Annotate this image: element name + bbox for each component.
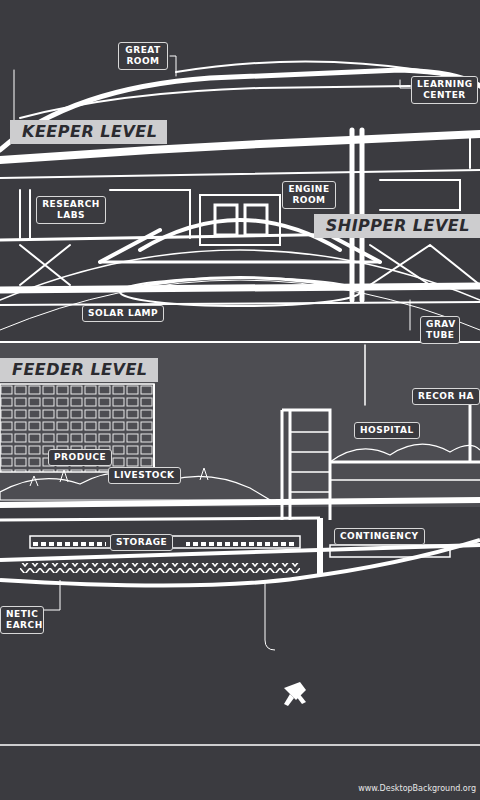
room-label: LIVESTOCK (108, 467, 181, 484)
room-label: GRAV TUBE (420, 316, 460, 344)
room-label: PRODUCE (48, 449, 112, 466)
label-text: LIVESTOCK (114, 470, 175, 481)
label-text: CONTINGENCY (340, 531, 419, 542)
label-text: RESEARCH LABS (42, 199, 100, 221)
room-label: ENGINE ROOM (282, 181, 336, 209)
room-label: RECOR HA (412, 388, 480, 405)
label-text: RECOR HA (418, 391, 474, 402)
room-label: GREAT ROOM (118, 42, 168, 70)
room-label: RESEARCH LABS (36, 196, 106, 224)
label-text: SOLAR LAMP (88, 308, 158, 319)
level-banner: KEEPER LEVEL (10, 120, 167, 144)
label-text: NETIC EARCH (6, 609, 38, 631)
label-text: GRAV TUBE (426, 319, 454, 341)
label-text: HOSPITAL (360, 425, 414, 436)
label-text: PRODUCE (54, 452, 106, 463)
level-banner: SHIPPER LEVEL (314, 214, 480, 238)
watermark: www.DesktopBackground.org (358, 784, 476, 793)
label-text: KEEPER LEVEL (22, 122, 157, 142)
label-text: SHIPPER LEVEL (326, 216, 470, 236)
room-label: NETIC EARCH (0, 606, 44, 634)
label-text: ENGINE ROOM (288, 184, 330, 206)
label-text: GREAT ROOM (124, 45, 162, 67)
label-text: STORAGE (116, 537, 167, 548)
label-text: FEEDER LEVEL (12, 360, 148, 380)
room-label: STORAGE (110, 534, 173, 551)
room-label: LEARNING CENTER (411, 76, 478, 104)
room-label: SOLAR LAMP (82, 305, 164, 322)
room-label: HOSPITAL (354, 422, 420, 439)
room-label: CONTINGENCY (334, 528, 425, 545)
label-text: LEARNING CENTER (417, 79, 472, 101)
level-banner: FEEDER LEVEL (0, 358, 158, 382)
